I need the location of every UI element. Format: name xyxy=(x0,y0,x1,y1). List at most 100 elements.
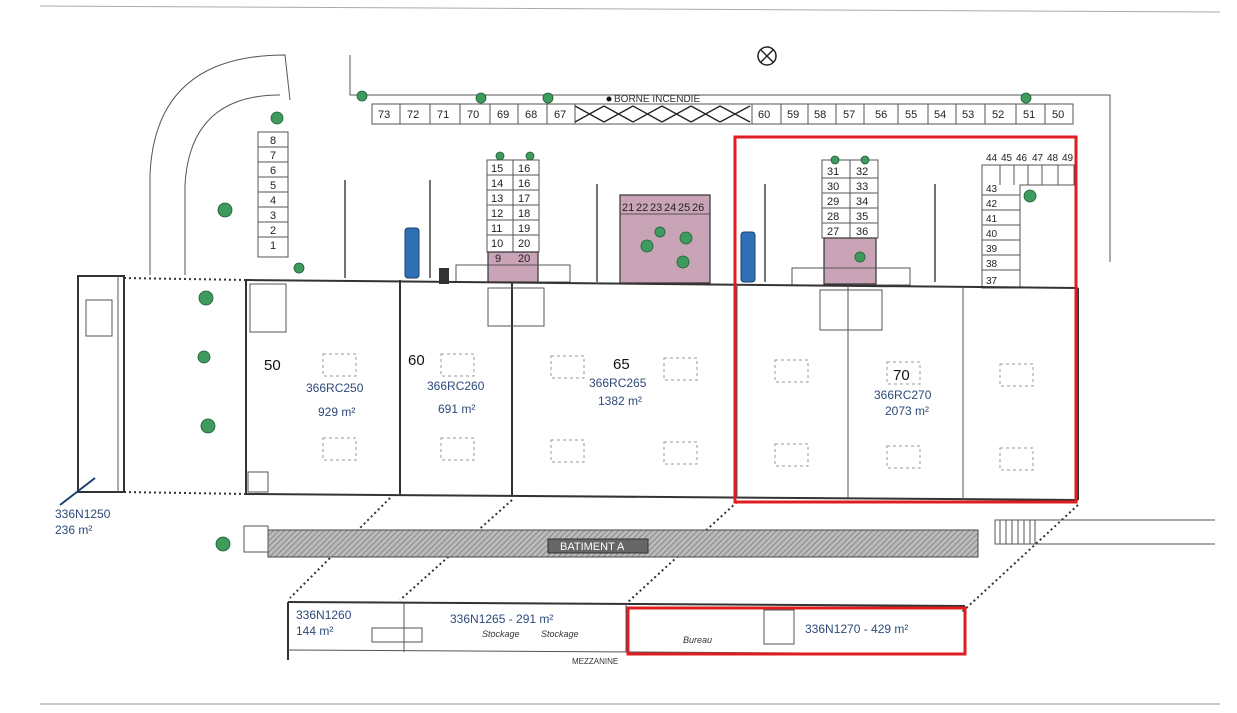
parking-spot-label: 2 xyxy=(270,225,276,237)
unit-number: 70 xyxy=(893,367,910,384)
parking-spot-label: 50 xyxy=(1052,109,1064,121)
vehicle-icon xyxy=(740,231,756,283)
highlight-mezzanine-1270 xyxy=(626,606,967,656)
parking-spot-label: 41 xyxy=(986,214,998,225)
parking-spot-label: 37 xyxy=(986,276,998,287)
parking-spot-label: 69 xyxy=(497,109,509,121)
parking-spot-label: 16 xyxy=(518,163,530,175)
parking-spot-label: 14 xyxy=(491,178,503,190)
parking-spot-label: 43 xyxy=(986,184,998,195)
parking-spot-label: 55 xyxy=(905,109,917,121)
parking-spot-label: 20 xyxy=(518,238,530,250)
parking-spot-label: 20 xyxy=(518,253,530,265)
parking-spot-label: 52 xyxy=(992,109,1004,121)
parking-spot-label: 45 xyxy=(1001,153,1013,164)
parking-spot-label: 8 xyxy=(270,135,276,147)
mezzanine-code: 336N1260 xyxy=(296,608,352,622)
parking-spot-label: 12 xyxy=(491,208,503,220)
parking-spot-label: 39 xyxy=(986,244,998,255)
parking-spot-label: 49 xyxy=(1062,153,1074,164)
parking-spot-label: 27 xyxy=(827,226,839,238)
parking-spot-label: 3 xyxy=(270,210,276,222)
parking-spot-label: 72 xyxy=(407,109,419,121)
parking-spot-label: 71 xyxy=(437,109,449,121)
unit-number: 60 xyxy=(408,352,425,369)
parking-spot-label: 57 xyxy=(843,109,855,121)
grid-stripes xyxy=(994,519,1215,545)
site-boundary xyxy=(349,55,1111,262)
mezzanine-footer: MEZZANINE xyxy=(572,657,618,666)
parking-spot-label: 26 xyxy=(692,202,704,214)
parking-spot-label: 30 xyxy=(827,181,839,193)
vehicle-icon xyxy=(439,268,449,284)
mezzanine-label: 336N1270 - 429 m² xyxy=(805,622,908,636)
mezzanine-label: 336N1265 - 291 m² xyxy=(450,612,553,626)
parking-spot-label: 68 xyxy=(525,109,537,121)
parking-spot-label: 17 xyxy=(518,193,530,205)
trees xyxy=(197,90,1037,552)
parking-spot-label: 21 xyxy=(622,202,634,214)
parking-spot-label: 36 xyxy=(856,226,868,238)
building-label: BATIMENT A xyxy=(560,541,625,553)
parking-spot-label: 54 xyxy=(934,109,946,121)
parking-spot-label: 70 xyxy=(467,109,479,121)
parking-spot-label: 33 xyxy=(856,181,868,193)
parking-spot-label: 53 xyxy=(962,109,974,121)
parking-spot-label: 40 xyxy=(986,229,998,240)
parking-spot-label: 56 xyxy=(875,109,887,121)
parking-spot-label: 15 xyxy=(491,163,503,175)
unit-number: 50 xyxy=(264,357,281,374)
mezzanine-note: Stockage xyxy=(541,629,579,639)
parking-spot-label: 24 xyxy=(664,202,676,214)
top-rule xyxy=(39,5,1221,13)
parking-spot-label: 9 xyxy=(495,253,501,265)
parking-top-row xyxy=(371,103,1074,125)
parking-spot-label: 28 xyxy=(827,211,839,223)
parking-spot-label: 5 xyxy=(270,180,276,192)
mezzanine-note: Stockage xyxy=(482,629,520,639)
unit-area: 1382 m² xyxy=(598,394,642,408)
light-poles xyxy=(344,180,936,282)
parking-spot-label: 73 xyxy=(378,109,390,121)
side-unit-code: 336N1250 xyxy=(55,507,111,521)
parking-block-27-36 xyxy=(791,159,911,286)
parking-spot-label: 38 xyxy=(986,259,998,270)
parking-spot-label: 44 xyxy=(986,153,998,164)
parking-spot-label: 23 xyxy=(650,202,662,214)
access-road-outer xyxy=(149,54,291,275)
unit-code: 366RC270 xyxy=(874,388,932,402)
parking-spot-label: 67 xyxy=(554,109,566,121)
parking-left-column xyxy=(257,131,289,258)
parking-spot-label: 59 xyxy=(787,109,799,121)
highlight-unit-70 xyxy=(733,135,1078,504)
parking-spot-label: 48 xyxy=(1047,153,1059,164)
unit-code: 366RC260 xyxy=(427,379,485,393)
parking-spot-label: 16 xyxy=(518,178,530,190)
fire-hydrant-label: BORNE INCENDIE xyxy=(614,94,700,105)
main-building xyxy=(245,279,1079,501)
parking-spot-label: 22 xyxy=(636,202,648,214)
parking-spot-label: 31 xyxy=(827,166,839,178)
parking-spot-label: 60 xyxy=(758,109,770,121)
parking-spot-label: 47 xyxy=(1032,153,1044,164)
parking-block-9-20 xyxy=(455,159,571,283)
side-annex xyxy=(59,275,125,506)
parking-spot-label: 11 xyxy=(491,223,502,235)
parking-spot-label: 4 xyxy=(270,195,276,207)
parking-spot-label: 6 xyxy=(270,165,276,177)
mezzanine-note: Bureau xyxy=(683,635,712,645)
parking-spot-label: 51 xyxy=(1023,109,1035,121)
unit-number: 65 xyxy=(613,356,630,373)
fire-hydrant-icon xyxy=(606,96,612,102)
unit-code: 366RC250 xyxy=(306,381,364,395)
mezzanine-area: 144 m² xyxy=(296,624,333,638)
parking-spot-label: 13 xyxy=(491,193,503,205)
unit-area: 691 m² xyxy=(438,402,475,416)
parking-spot-label: 1 xyxy=(270,240,276,252)
parking-spot-label: 7 xyxy=(270,150,276,162)
unit-area: 2073 m² xyxy=(885,404,929,418)
parking-spot-label: 46 xyxy=(1016,153,1028,164)
stair-block xyxy=(243,525,269,553)
parking-spot-label: 32 xyxy=(856,166,868,178)
